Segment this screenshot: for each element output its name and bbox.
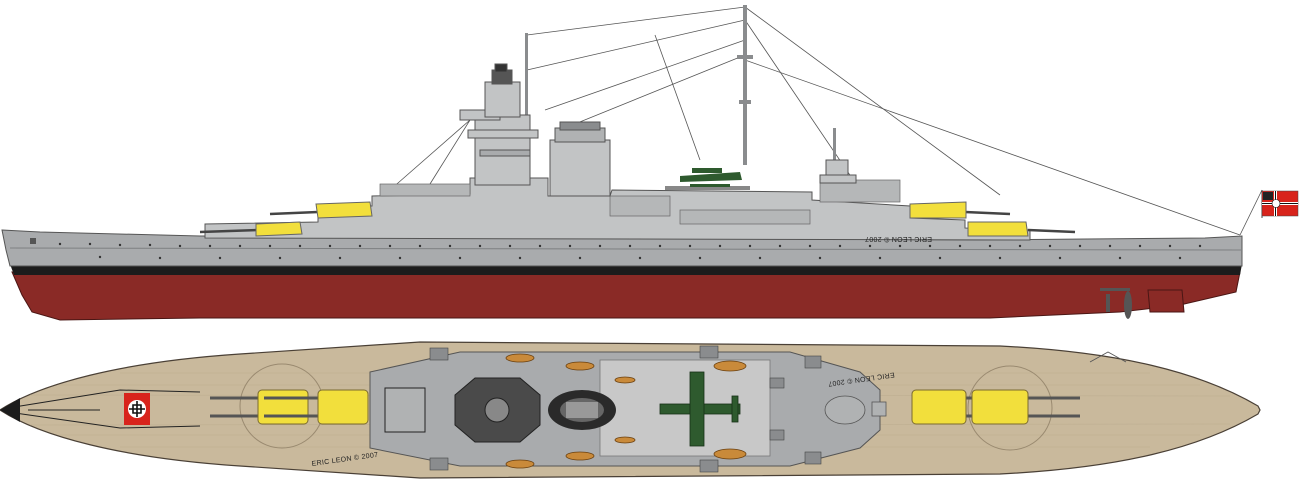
deck-turret-caesar <box>264 389 369 425</box>
hull-boot-top <box>10 264 1242 275</box>
boats <box>505 353 747 469</box>
deck-floatplane-icon <box>659 371 741 447</box>
main-turrets <box>199 201 1076 237</box>
air-recognition-marking-icon <box>124 393 150 425</box>
hull-lower <box>11 271 1241 321</box>
turret-dora <box>967 221 1076 237</box>
side-credit: ERIC LEON © 2007 <box>865 235 932 243</box>
aft-tower <box>819 159 857 184</box>
side-profile: ERIC LEON © 2007 <box>1 5 1299 321</box>
war-ensign-flag-icon <box>1261 190 1299 218</box>
barbette-caesar <box>967 365 1053 451</box>
bridge-tower <box>459 63 539 186</box>
deck-plan: ERIC LEON © 2007 ERIC LEON © 2007 <box>0 341 1261 479</box>
bow-jackstaff <box>1089 351 1127 363</box>
anchor-hawse <box>30 238 36 244</box>
deck-turrets <box>210 389 1080 425</box>
deck-turret-anton <box>971 389 1080 425</box>
stern-tip <box>0 398 20 422</box>
deck-bridge-top <box>384 377 541 443</box>
stern-cables <box>7 389 201 429</box>
rudder <box>1147 289 1185 313</box>
masts <box>525 5 836 168</box>
turret-caesar <box>909 201 1011 219</box>
deck-forward-control <box>824 395 887 425</box>
turret-bruno <box>269 201 373 219</box>
turret-anton <box>199 221 303 237</box>
hull-upper <box>1 229 1243 267</box>
floatplane-icon <box>665 168 750 190</box>
portholes <box>58 242 1202 260</box>
rigging <box>389 6 1263 236</box>
funnel <box>549 121 611 197</box>
deck-houses <box>379 179 901 225</box>
deck-funnel-top <box>548 390 616 430</box>
secondary-guns <box>429 345 822 473</box>
propeller-icon <box>1100 288 1132 319</box>
